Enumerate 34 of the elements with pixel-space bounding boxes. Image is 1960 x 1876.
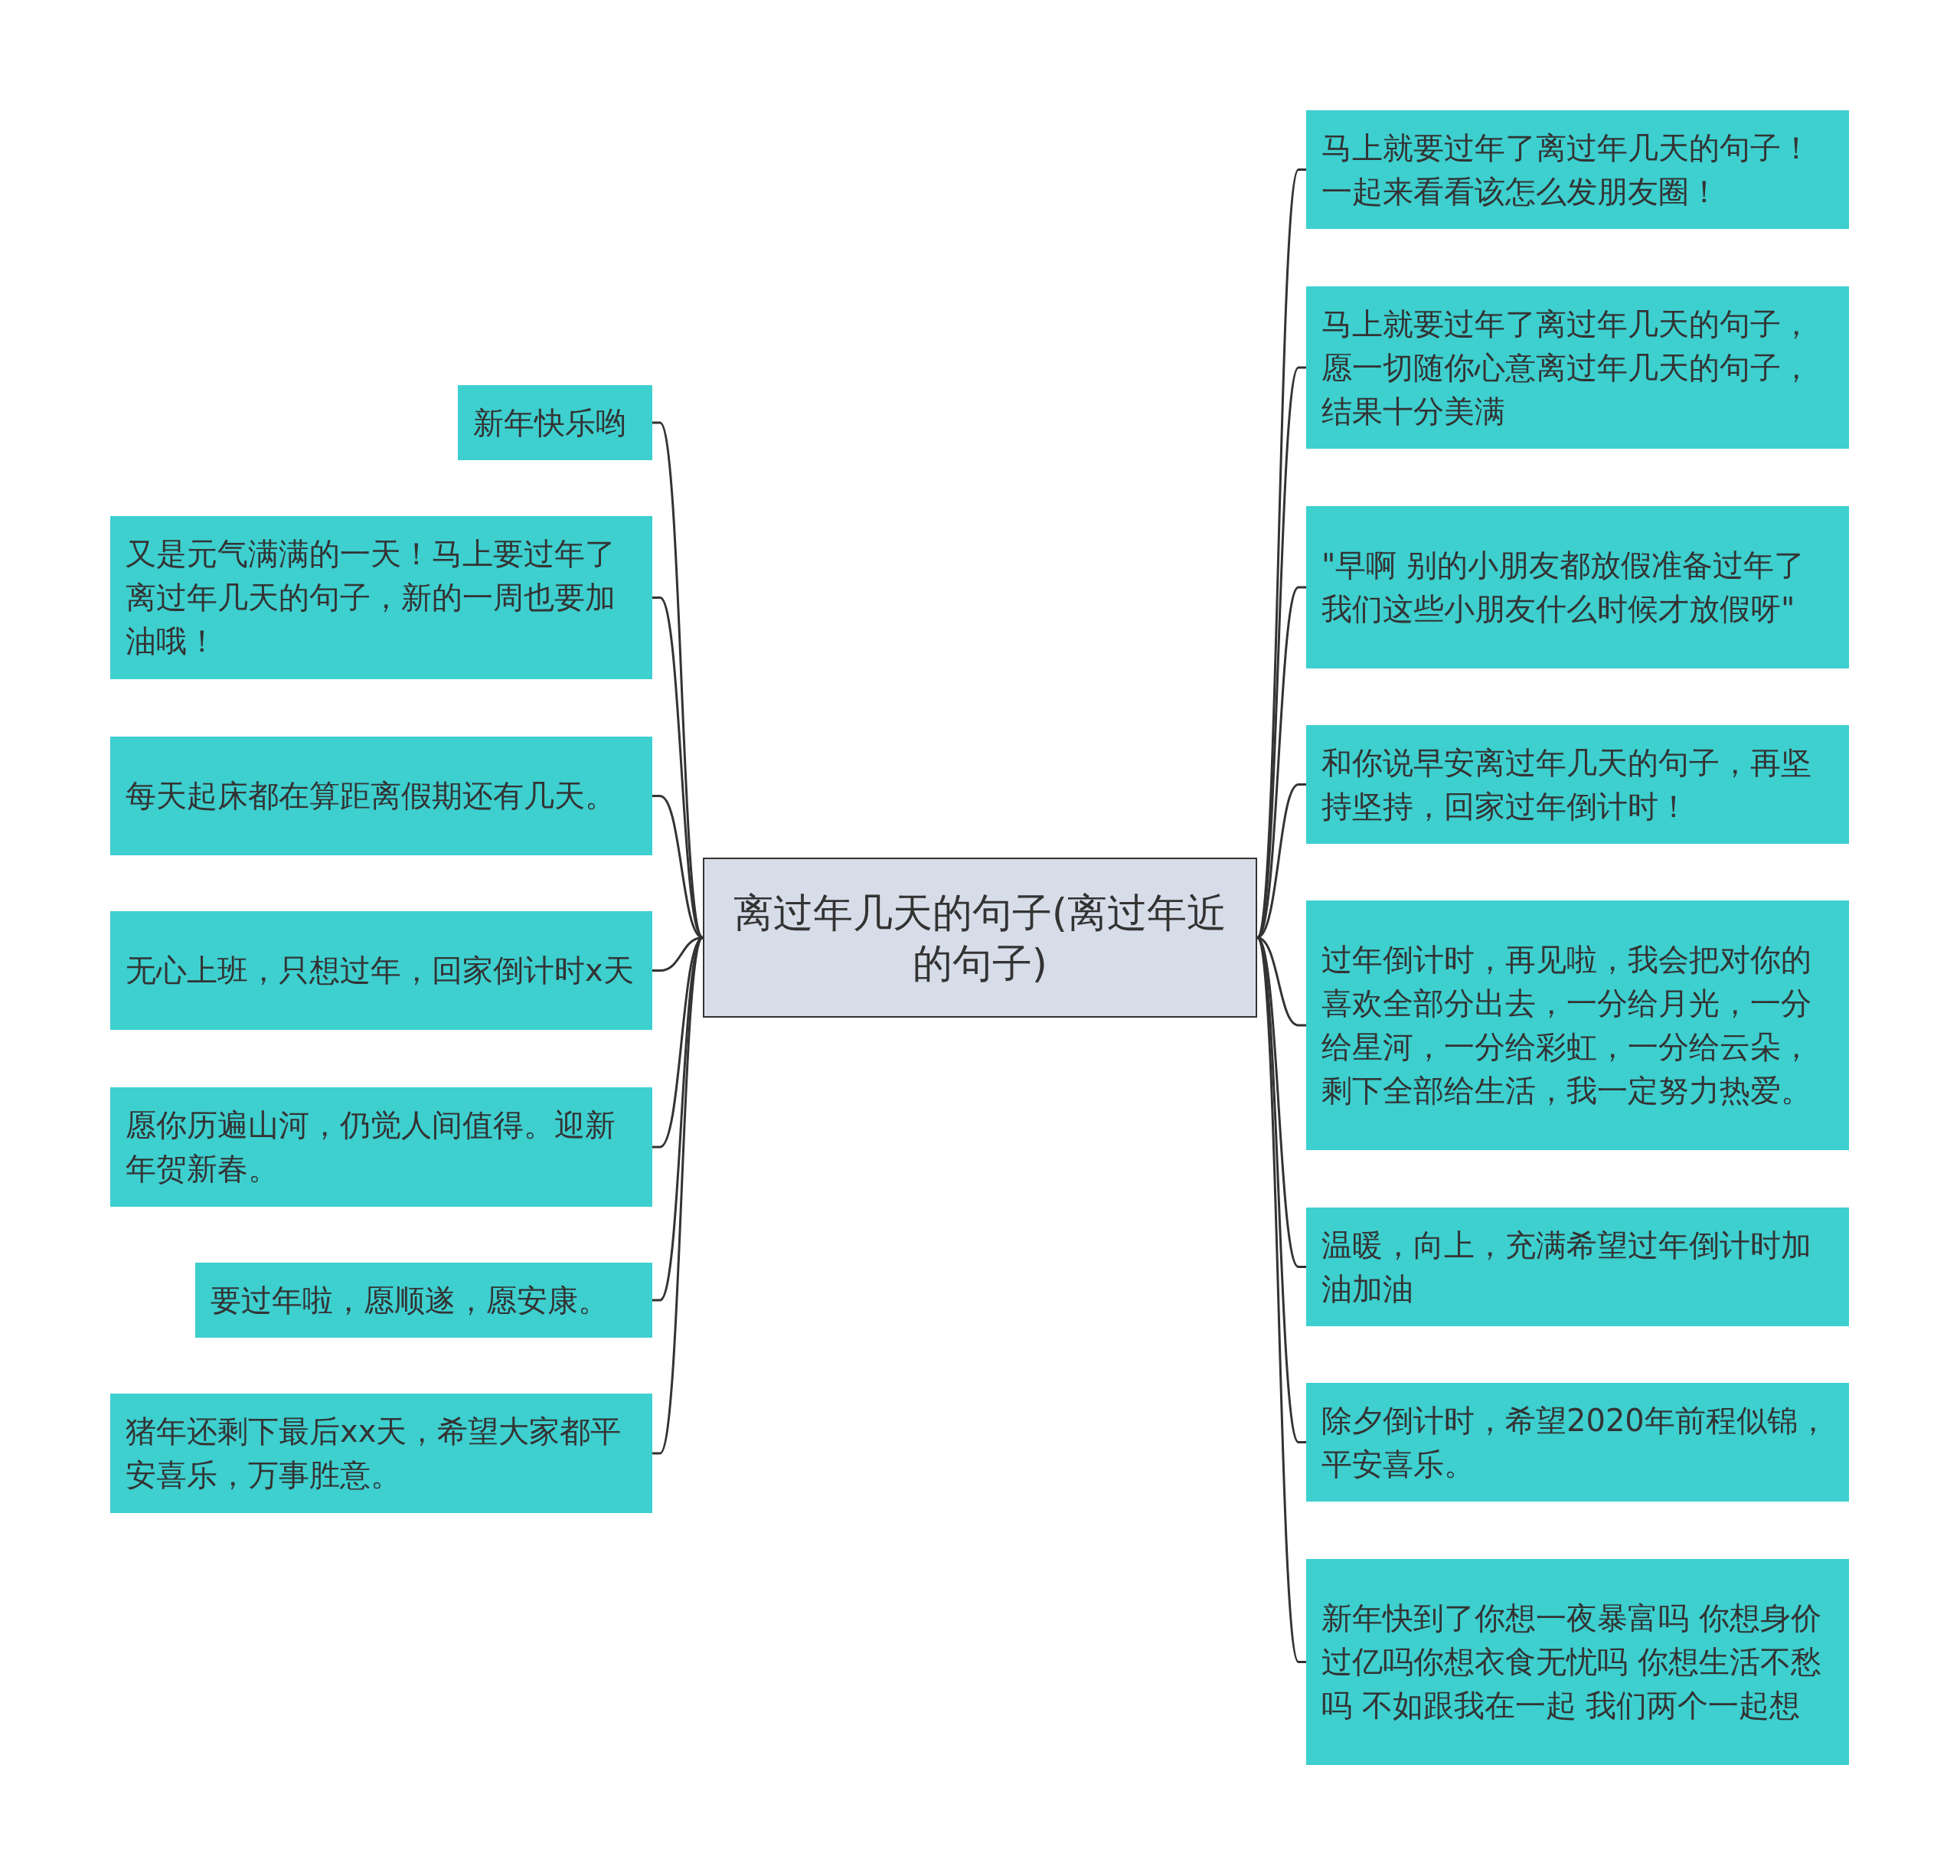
topic-box — [195, 1263, 652, 1338]
topic-box — [1306, 725, 1849, 844]
connector-line — [652, 936, 704, 1455]
topic-text: 猪年还剩下最后xx天，希望大家都平安喜乐，万事胜意。 — [126, 1413, 622, 1494]
topic-text: 新年快乐哟 — [473, 404, 626, 442]
topic-box — [1306, 900, 1849, 1150]
topic-text: 马上就要过年了离过年几天的句子，愿一切随你心意离过年几天的句子，结果十分美满 — [1321, 305, 1812, 430]
topic-box — [1306, 1383, 1849, 1502]
topic-box — [1306, 1208, 1849, 1326]
topic-box — [110, 911, 652, 1030]
topic-box — [1306, 506, 1849, 668]
topic-text: 马上就要过年了离过年几天的句子！一起来看看该怎么发朋友圈！ — [1321, 129, 1812, 211]
topic-box — [1306, 1559, 1849, 1765]
topic-box — [110, 737, 652, 855]
topic-box — [458, 385, 652, 460]
topic-box — [110, 516, 652, 679]
topic-box — [110, 1394, 652, 1513]
topic-text: 和你说早安离过年几天的句子，再坚持坚持，回家过年倒计时！ — [1321, 744, 1812, 825]
topic-text: "早啊 别的小朋友都放假准备过年了我们这些小朋友什么时候才放假呀" — [1321, 547, 1806, 628]
topic-box — [1306, 286, 1849, 449]
connector-line — [652, 596, 704, 939]
topic-text: 愿你历遍山河，仍觉人间值得。迎新年贺新春。 — [126, 1106, 616, 1188]
topic-text: 除夕倒计时，希望2020年前程似锦，平安喜乐。 — [1321, 1401, 1829, 1483]
topic-text: 又是元气满满的一天！马上要过年了离过年几天的句子，新的一周也要加油哦！ — [126, 535, 616, 660]
topic-text: 温暖，向上，充满希望过年倒计时加油加油 — [1321, 1226, 1812, 1308]
topic-text: 无心上班，只想过年，回家倒计时x天 — [126, 952, 634, 989]
topic-box — [110, 1087, 652, 1207]
central-topic-text: 离过年几天的句子(离过年近的句子) — [732, 888, 1228, 988]
topic-text: 新年快到了你想一夜暴富吗 你想身价过亿吗你想衣食无忧吗 你想生活不愁吗 不如跟我在一起 我们两个一起想 — [1321, 1600, 1822, 1724]
topic-text: 要过年啦，愿顺遂，愿安康。 — [211, 1281, 609, 1319]
topic-box — [1306, 110, 1849, 229]
topic-text: 每天起床都在算距离假期还有几天。 — [126, 777, 616, 815]
topic-text: 过年倒计时，再见啦，我会把对你的喜欢全部分出去，一分给月光，一分给星河，一分给彩虹，一分给云朵，剩下全部给生活，我一定努力热爱。 — [1321, 941, 1812, 1110]
central-topic-box — [703, 858, 1257, 1018]
